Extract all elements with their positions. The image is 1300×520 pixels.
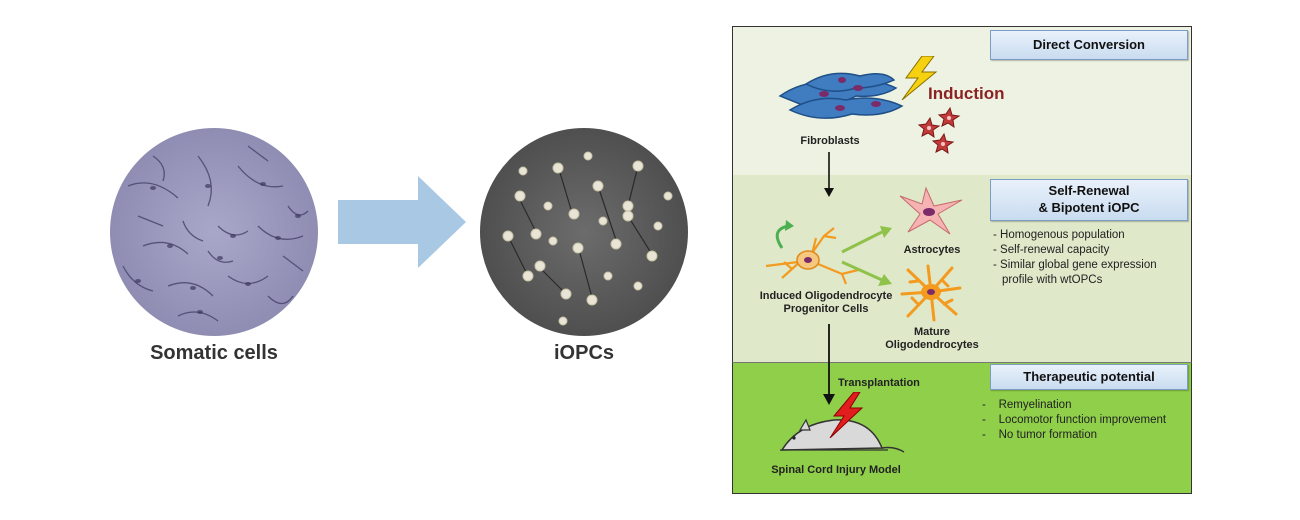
self-renewal-bullets: - Homogenous population - Self-renewal c… [993, 228, 1185, 288]
iopcs-caption: iOPCs [553, 342, 615, 364]
mature-oligodendrocytes-label: Mature Oligodendrocytes [874, 326, 990, 352]
therapeutic-bullet-1: - Remyelination [982, 399, 1072, 411]
somatic-cells-micrograph [110, 128, 318, 336]
therapeutic-title: Therapeutic potential [1023, 369, 1155, 384]
mature-oligodendrocyte-illustration [900, 264, 962, 322]
iopc-label: Induced Oligodendrocyte Progenitor Cells [736, 290, 916, 316]
somatic-cells-caption: Somatic cells [150, 342, 278, 364]
therapeutic-bullets: - Remyelination - Locomotor function imp… [982, 398, 1188, 443]
induction-label: Induction [928, 84, 1005, 103]
self-renewal-title-line2: & Bipotent iOPC [1038, 200, 1140, 215]
down-arrow-transplant [823, 324, 835, 405]
iopc-line2: Progenitor Cells [783, 303, 869, 315]
astrocyte-illustration [899, 186, 963, 235]
conversion-arrow [338, 176, 466, 268]
self-renewal-bullet-4: profile with wtOPCs [1002, 274, 1103, 286]
down-arrow-fibroblasts [824, 152, 834, 197]
self-renewal-bullet-1: - Homogenous population [993, 229, 1125, 241]
astrocytes-label: Astrocytes [903, 244, 961, 256]
mature-line1: Mature [913, 326, 951, 338]
induction-factors-illustration [917, 106, 961, 155]
fibroblasts-label: Fibroblasts [800, 135, 860, 147]
iopc-cell-illustration [765, 220, 859, 285]
mature-line2: Oligodendrocytes [885, 339, 979, 351]
iopcs-micrograph [480, 128, 688, 336]
therapeutic-header: Therapeutic potential [990, 364, 1188, 390]
iopc-line1: Induced Oligodendrocyte [759, 290, 893, 302]
self-renewal-bullet-3: - Similar global gene expression [993, 259, 1157, 271]
direct-conversion-header: Direct Conversion [990, 30, 1188, 60]
self-renewal-title-line1: Self-Renewal [1048, 183, 1130, 198]
differentiation-arrows [841, 226, 892, 286]
direct-conversion-title: Direct Conversion [1033, 37, 1145, 52]
self-renewal-header: Self-Renewal & Bipotent iOPC [990, 179, 1188, 221]
self-renewal-bullet-2: - Self-renewal capacity [993, 244, 1110, 256]
injury-lightning-icon [829, 392, 864, 438]
transplantation-label: Transplantation [838, 377, 920, 389]
therapeutic-bullet-2: - Locomotor function improvement [982, 414, 1167, 426]
lightning-bolt-icon [901, 56, 938, 100]
therapeutic-bullet-3: - No tumor formation [982, 429, 1098, 441]
spinal-cord-injury-model-label: Spinal Cord Injury Model [771, 464, 901, 476]
fibroblasts-illustration [778, 72, 904, 119]
